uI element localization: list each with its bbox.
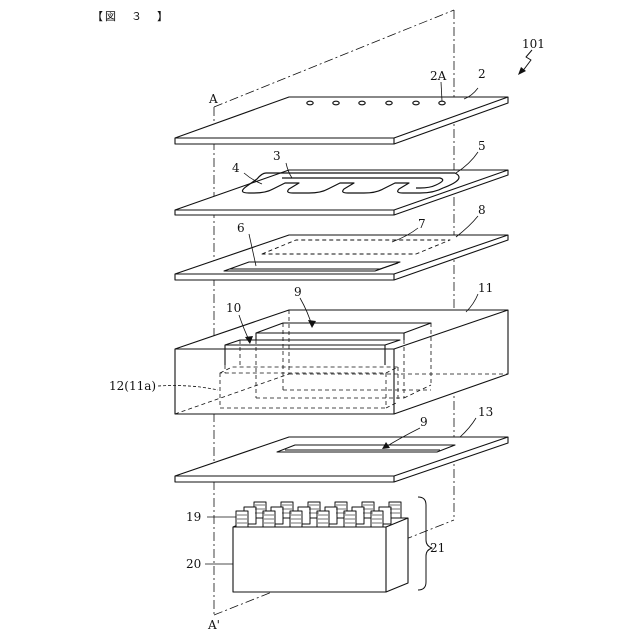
label-2: 2 — [478, 67, 486, 81]
label-12-11a: 12(11a) — [109, 379, 156, 393]
label-8: 8 — [478, 203, 486, 217]
assembly-arrow — [518, 50, 532, 75]
label-9-upper: 9 — [294, 285, 302, 299]
bottom-plate — [175, 437, 508, 482]
label-9-lower: 9 — [420, 415, 428, 429]
label-a-prime: A' — [207, 618, 220, 632]
label-4: 4 — [232, 161, 240, 175]
label-10: 10 — [226, 301, 241, 315]
top-plate — [175, 97, 508, 144]
label-13: 13 — [478, 405, 493, 419]
label-7: 7 — [418, 217, 426, 231]
label-6: 6 — [237, 221, 245, 235]
slit-plate — [175, 235, 508, 280]
label-2a: 2A — [430, 69, 447, 83]
label-a: A — [208, 92, 218, 106]
heat-sink-base — [233, 518, 408, 592]
label-101: 101 — [522, 37, 545, 51]
label-20: 20 — [186, 557, 201, 571]
figure-title: 【図 ３ 】 — [92, 8, 170, 24]
label-3: 3 — [273, 149, 281, 163]
channel-plate — [175, 170, 508, 215]
label-19: 19 — [186, 510, 201, 524]
label-11: 11 — [478, 281, 493, 295]
label-5: 5 — [478, 139, 486, 153]
label-21: 21 — [430, 541, 445, 555]
